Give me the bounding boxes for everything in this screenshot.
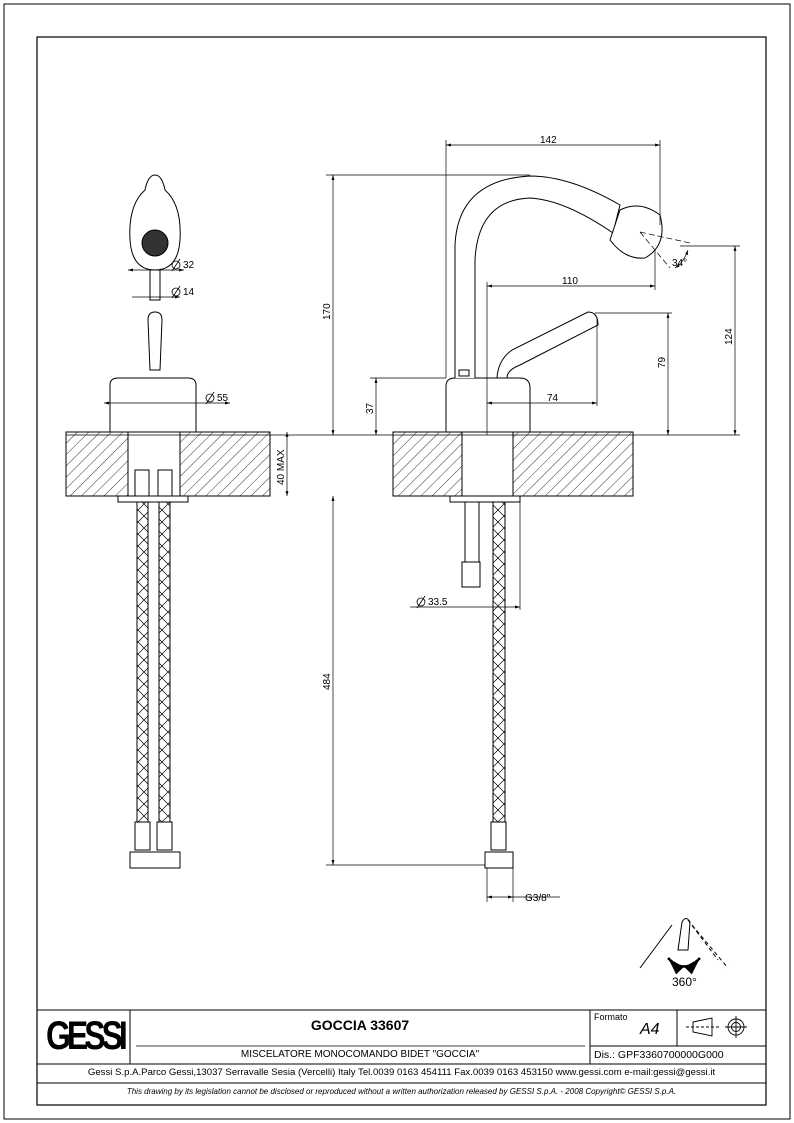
drawing-number: Dis.: GPF3360700000G000 <box>594 1049 724 1061</box>
dim-diameter-14: 14 <box>183 287 195 298</box>
title-block-grid <box>37 1009 766 1084</box>
dim-110: 110 <box>562 276 578 287</box>
projection-symbol-icon <box>686 1016 747 1038</box>
drawing-subtitle: MISCELATORE MONOCOMANDO BIDET "GOCCIA" <box>240 1049 480 1060</box>
dim-79: 79 <box>657 356 668 368</box>
diameter-symbols <box>171 258 426 609</box>
dim-diameter-32: 32 <box>183 260 195 271</box>
dim-37: 37 <box>365 402 376 414</box>
format-value: A4 <box>640 1021 660 1038</box>
company-address: Gessi S.p.A.Parco Gessi,13037 Serravalle… <box>87 1067 716 1078</box>
dim-74: 74 <box>547 393 559 404</box>
copyright-notice: This drawing by its legislation cannot b… <box>126 1087 677 1096</box>
dimension-lines <box>66 140 740 902</box>
outer-frame <box>3 3 791 1120</box>
dim-40-max: 40 MAX <box>276 449 287 485</box>
dim-142: 142 <box>540 135 557 146</box>
dim-484: 484 <box>322 673 333 690</box>
side-view <box>392 175 663 869</box>
rotation-label: 360° <box>672 975 697 989</box>
dim-diameter-33-5: 33.5 <box>428 597 448 608</box>
dim-diameter-55: 55 <box>217 393 229 404</box>
dim-170: 170 <box>322 303 333 320</box>
dim-124: 124 <box>724 328 735 345</box>
drawing-title: GOCCIA 33607 <box>310 1017 410 1033</box>
dim-angle-34: 34° <box>672 258 687 269</box>
gessi-logo: GESSI <box>46 1014 128 1058</box>
dim-thread-g3-8: G3/8" <box>525 893 551 904</box>
front-view <box>65 174 271 869</box>
inner-frame <box>36 36 767 1106</box>
format-label: Formato <box>594 1012 628 1022</box>
rotation-360-icon <box>639 918 729 975</box>
